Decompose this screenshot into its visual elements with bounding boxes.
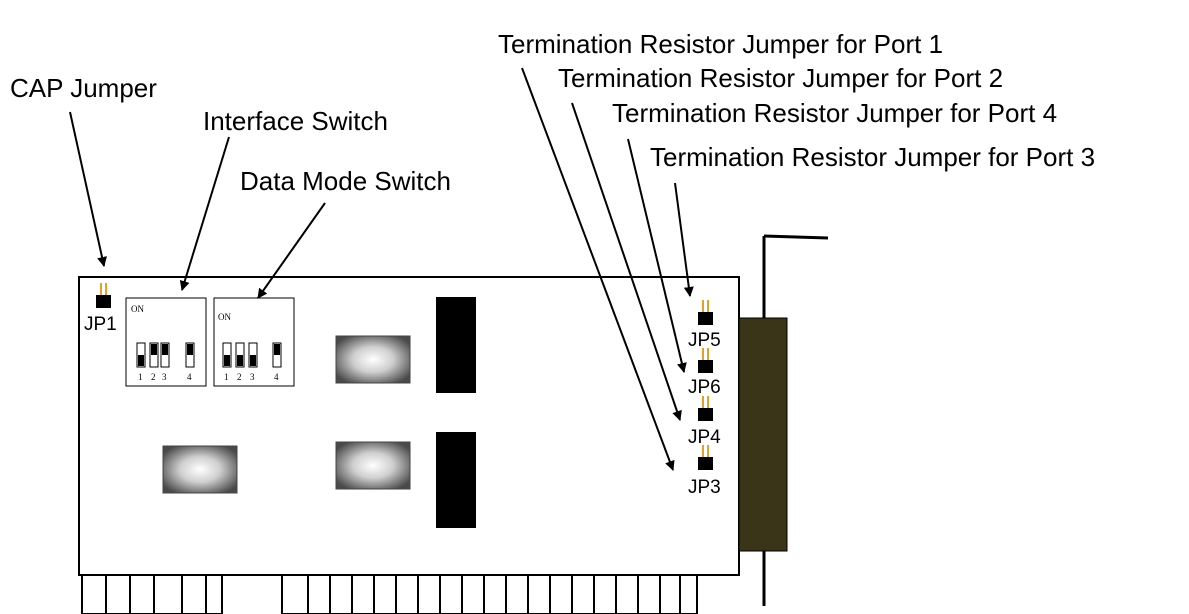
jp6-label: JP6 <box>688 377 721 398</box>
jumper-jp4: JP4 <box>688 396 721 448</box>
mounting-bracket <box>738 234 829 606</box>
jp3-label: JP3 <box>688 477 721 498</box>
term-port1-label: Termination Resistor Jumper for Port 1 <box>498 29 943 59</box>
term-port1-arrow <box>521 67 675 471</box>
dip-pos-4: 4 <box>274 372 279 382</box>
dip-pos-2: 2 <box>237 372 242 382</box>
term-port3-arrow <box>674 182 694 297</box>
chip-top-middle <box>335 335 411 384</box>
term-port4-label: Termination Resistor Jumper for Port 4 <box>612 98 1057 128</box>
chip-bottom-middle <box>335 441 411 490</box>
dip-pos-1: 1 <box>224 372 229 382</box>
chip-bottom-left <box>162 445 238 494</box>
interface-switch-label: Interface Switch <box>203 106 388 136</box>
interface-dip-switch: ON 1 2 3 4 <box>125 297 207 387</box>
ic-bottom <box>436 432 476 528</box>
term-port4-arrow <box>627 138 687 373</box>
jumper-jp5: JP5 <box>688 300 721 351</box>
dip-pos-3: 3 <box>250 372 255 382</box>
data-mode-switch-label: Data Mode Switch <box>240 166 451 196</box>
dip-pos-2: 2 <box>151 372 156 382</box>
jumper-jp1: JP1 <box>84 283 117 335</box>
dip-pos-4: 4 <box>187 372 192 382</box>
jumper-jp3: JP3 <box>688 445 721 498</box>
term-port2-arrow <box>571 102 682 421</box>
cap-jumper-arrow <box>69 111 107 267</box>
interface-switch-arrow <box>179 136 230 291</box>
cap-jumper-label: CAP Jumper <box>10 73 157 103</box>
jp5-label: JP5 <box>688 330 721 351</box>
term-port2-label: Termination Resistor Jumper for Port 2 <box>558 63 1003 93</box>
jp4-label: JP4 <box>688 427 721 448</box>
term-port3-label: Termination Resistor Jumper for Port 3 <box>650 142 1095 172</box>
db-connector <box>738 317 788 552</box>
dip-on-label: ON <box>218 312 231 322</box>
dip-pos-3: 3 <box>162 372 167 382</box>
dip-on-label: ON <box>131 304 144 314</box>
jp1-label: JP1 <box>84 314 117 335</box>
ic-top <box>436 297 476 393</box>
data-mode-dip-switch: ON 1 2 3 4 <box>213 297 295 387</box>
dip-pos-1: 1 <box>138 372 143 382</box>
data-mode-switch-arrow <box>257 202 326 299</box>
jumper-jp6: JP6 <box>688 348 721 398</box>
edge-connector <box>81 574 698 614</box>
